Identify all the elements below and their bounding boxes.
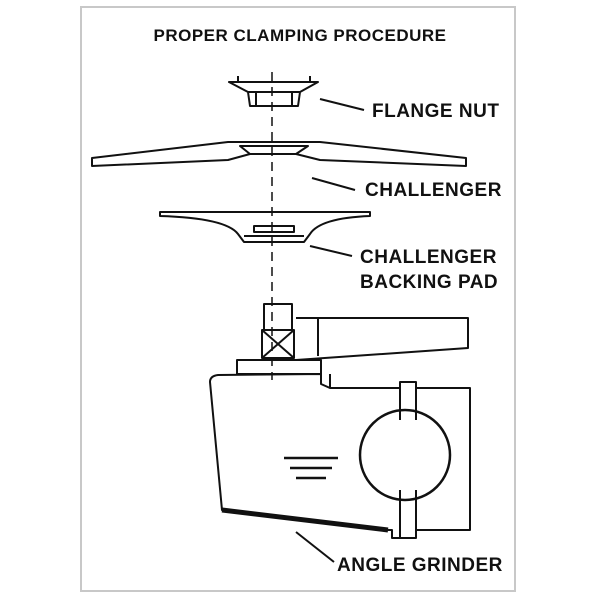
backing-pad-leader (309, 245, 353, 257)
flange-nut-shape (228, 76, 319, 107)
grinder-body (209, 373, 471, 539)
challenger-label: CHALLENGER (365, 180, 502, 201)
backing-pad-shape (159, 211, 371, 243)
diagram-title: PROPER CLAMPING PROCEDURE (153, 26, 447, 45)
angle-grinder-leader (295, 531, 335, 563)
backing-pad-label-line1: CHALLENGER (360, 247, 497, 268)
challenger-leader (311, 177, 356, 191)
flange-nut-label: FLANGE NUT (372, 101, 500, 122)
spindle (236, 303, 322, 375)
backing-pad-label-line2: BACKING PAD (360, 272, 499, 293)
flange-nut-leader (319, 98, 365, 111)
grinder-guard (295, 317, 469, 361)
challenger-disc-shape (91, 141, 467, 167)
angle-grinder-label: ANGLE GRINDER (337, 555, 503, 576)
backing-pad-label: CHALLENGER BACKING PAD (360, 245, 498, 295)
